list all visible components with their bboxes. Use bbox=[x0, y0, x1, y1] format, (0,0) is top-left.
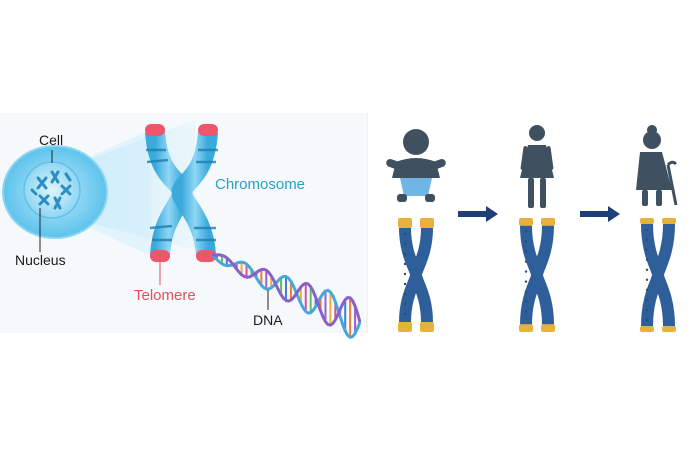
aging-chromosome-elderly bbox=[640, 218, 676, 332]
telomere-cap bbox=[420, 218, 434, 228]
mini-chromosomes bbox=[30, 170, 72, 210]
telomere-caps bbox=[145, 124, 218, 262]
telomere-cap bbox=[541, 324, 555, 332]
telomere-cap bbox=[519, 324, 533, 332]
elderly-woman-icon bbox=[636, 125, 678, 206]
dna-helix bbox=[210, 253, 362, 339]
telomere-cap bbox=[541, 218, 555, 226]
nucleus-label: Nucleus bbox=[15, 252, 66, 268]
dna-strand-2 bbox=[211, 253, 362, 327]
telomere-cap bbox=[662, 326, 676, 332]
dna-strand-1 bbox=[210, 253, 362, 339]
telomere-cap bbox=[640, 218, 654, 224]
chromosome-label: Chromosome bbox=[215, 176, 306, 193]
telomere-cap bbox=[662, 218, 676, 224]
cell bbox=[2, 145, 108, 252]
telomere-cap bbox=[398, 322, 412, 332]
dna-label: DNA bbox=[253, 312, 283, 328]
telomere-cap bbox=[420, 322, 434, 332]
aging-chromosome-adult bbox=[519, 218, 555, 332]
chromosome bbox=[145, 124, 218, 285]
aging-chromosome-baby bbox=[398, 218, 434, 332]
telomere-cap bbox=[519, 218, 533, 226]
telomere-cap bbox=[398, 218, 412, 228]
woman-icon bbox=[520, 125, 554, 208]
arrow-2 bbox=[580, 206, 620, 222]
telomere-cap bbox=[640, 326, 654, 332]
cell-label: Cell bbox=[39, 132, 64, 148]
arrow-1 bbox=[458, 206, 498, 222]
telomere-label: Telomere bbox=[134, 287, 196, 304]
baby-icon bbox=[386, 129, 446, 202]
